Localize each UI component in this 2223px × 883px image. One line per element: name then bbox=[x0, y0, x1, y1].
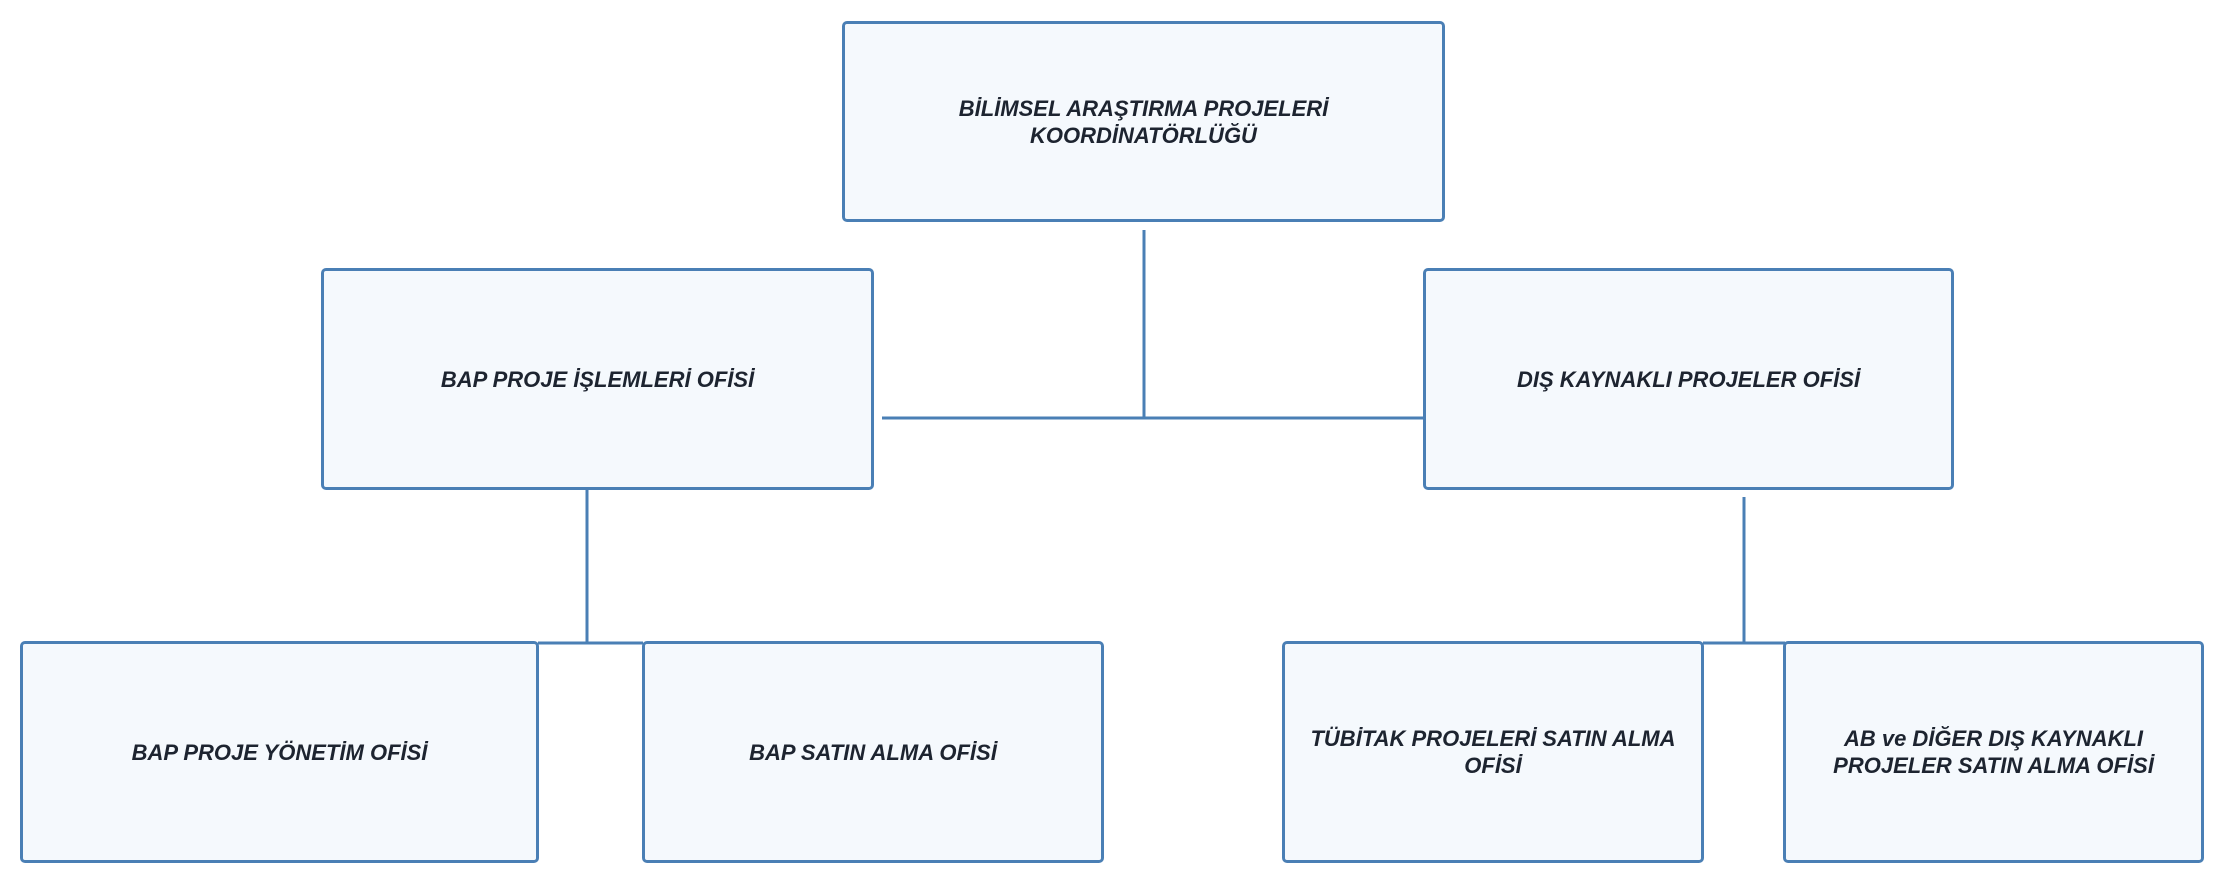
node-external-office-label: DIŞ KAYNAKLI PROJELER OFİSİ bbox=[1516, 366, 1861, 392]
node-bap-office-label: BAP PROJE İŞLEMLERİ OFİSİ bbox=[440, 366, 755, 392]
node-coordinator: BİLİMSEL ARAŞTIRMA PROJELERİ KOORDİNATÖR… bbox=[842, 21, 1445, 222]
node-coordinator-label: BİLİMSEL ARAŞTIRMA PROJELERİ KOORDİNATÖR… bbox=[958, 95, 1329, 148]
node-bap-purchasing: BAP SATIN ALMA OFİSİ bbox=[642, 641, 1104, 863]
node-bap-purchasing-label: BAP SATIN ALMA OFİSİ bbox=[749, 739, 997, 765]
node-eu-purchasing: AB ve DİĞER DIŞ KAYNAKLI PROJELER SATIN … bbox=[1783, 641, 2204, 863]
node-external-office: DIŞ KAYNAKLI PROJELER OFİSİ bbox=[1423, 268, 1954, 490]
node-tubitak-purchasing-label: TÜBİTAK PROJELERİ SATIN ALMA OFİSİ bbox=[1310, 726, 1676, 778]
node-tubitak-purchasing: TÜBİTAK PROJELERİ SATIN ALMA OFİSİ bbox=[1282, 641, 1704, 863]
node-bap-office: BAP PROJE İŞLEMLERİ OFİSİ bbox=[321, 268, 874, 490]
node-eu-purchasing-label: AB ve DİĞER DIŞ KAYNAKLI PROJELER SATIN … bbox=[1833, 726, 2154, 778]
node-bap-management-label: BAP PROJE YÖNETİM OFİSİ bbox=[131, 739, 428, 765]
node-bap-management: BAP PROJE YÖNETİM OFİSİ bbox=[20, 641, 539, 863]
